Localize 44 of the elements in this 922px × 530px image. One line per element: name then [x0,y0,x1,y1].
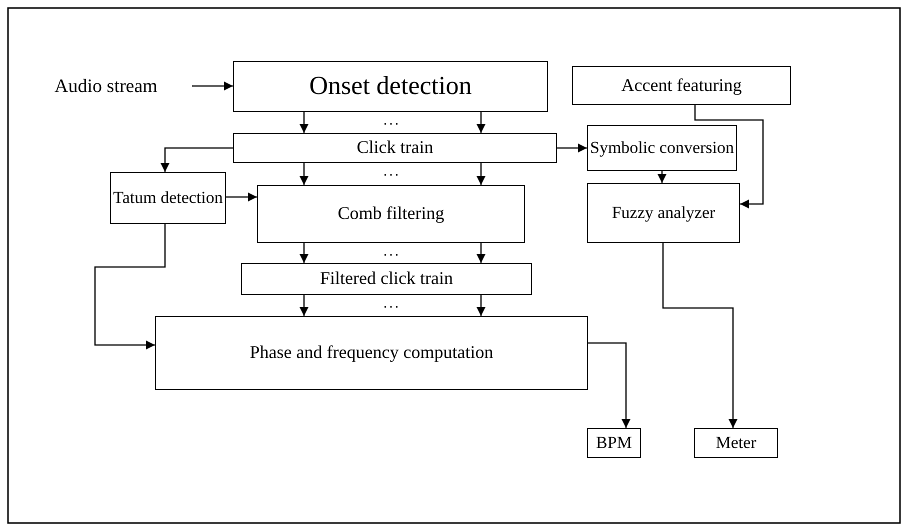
arrow [694,105,764,209]
box-label: Filtered click train [320,269,453,289]
process-box [572,66,791,105]
process-box [241,263,532,295]
arrow [299,163,309,185]
box-label: BPM [596,434,632,452]
box-label: Click train [356,138,434,158]
process-box [233,133,557,163]
arrow [476,163,486,185]
arrow [557,143,587,153]
input-label: Audio stream [54,76,158,98]
box-label: Meter [716,434,756,452]
process-box [233,61,548,112]
box-label: Accent featuring [621,76,742,96]
arrow [476,112,486,133]
box-label: Fuzzy analyzer [612,204,716,222]
box-label: Phase and frequency computation [250,343,494,363]
process-box [587,183,740,243]
process-box [155,316,588,390]
arrow [299,112,309,133]
ellipsis-label: ... [383,164,401,180]
arrow [160,147,233,172]
arrow [94,224,166,350]
arrow [588,342,631,428]
box-label: Tatum detection [113,188,223,208]
ellipsis-label: ... [383,244,401,260]
arrow [226,192,257,202]
arrow [657,171,667,183]
process-box [257,185,525,243]
process-box [694,428,778,458]
arrow [476,243,486,263]
box-label: Onset detection [309,72,472,101]
process-box [110,172,226,224]
ellipsis-label: ... [383,114,401,128]
box-label: Symbolic conversion [590,138,734,158]
arrow [476,295,486,316]
box-label: Comb filtering [338,204,444,224]
arrow [662,243,738,428]
ellipsis-label: ... [383,296,401,312]
arrow [192,81,233,91]
process-box [587,125,737,171]
arrow [299,243,309,263]
process-box [587,428,641,458]
arrow [299,295,309,316]
